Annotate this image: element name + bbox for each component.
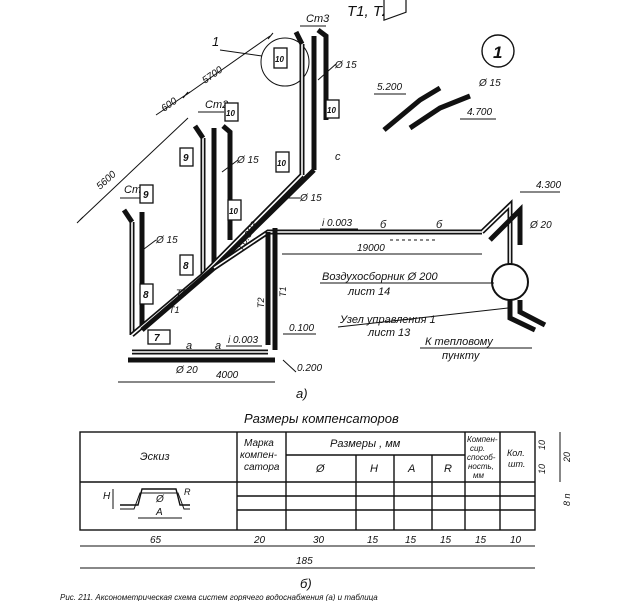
- riser-st2-label: Ст2: [205, 99, 228, 111]
- dia-15-e: Ø 15: [478, 78, 501, 89]
- height-10-b: 10: [537, 464, 547, 474]
- floor-8-riser2: 8: [183, 261, 189, 272]
- width-65: 65: [150, 535, 162, 546]
- col-comp-header-3: способ-: [467, 453, 496, 462]
- col-sketch-header: Эскиз: [140, 451, 170, 463]
- dia-15-c: Ø 15: [155, 235, 178, 246]
- leader-number: 1: [212, 34, 219, 49]
- elev-4300: 4.300: [536, 180, 561, 191]
- width-20: 20: [253, 535, 266, 546]
- dim-5700: 5700: [200, 64, 225, 86]
- note-heat-point-2: пункту: [442, 350, 481, 362]
- col-qty-header-2: шт.: [508, 459, 525, 469]
- letter-c: с: [335, 151, 341, 163]
- compensator-table: [79, 431, 536, 531]
- dia-20-main: Ø 20: [529, 220, 552, 231]
- col-dims-header: Размеры , мм: [330, 438, 401, 450]
- air-collector-tank: [491, 263, 529, 301]
- width-total-185: 185: [296, 556, 313, 567]
- caption-b: б): [300, 576, 312, 591]
- sketch-d: Ø: [155, 494, 165, 505]
- elev-5200: 5.200: [377, 82, 402, 93]
- sub-header-a: A: [407, 463, 415, 475]
- floor-9-riser1: 9: [143, 190, 149, 201]
- col-qty-header-1: Кол.: [507, 448, 525, 458]
- col-comp-header-2: сир.: [470, 444, 485, 453]
- floor-7-riser1: 7: [154, 333, 160, 344]
- floor-9-riser2: 9: [183, 153, 189, 164]
- floor-10-riser3: 10: [277, 159, 286, 168]
- dim-600: 600: [159, 96, 179, 115]
- caption-a: а): [296, 386, 308, 401]
- sketch-r: R: [184, 487, 191, 497]
- note-air-sheet: лист 14: [347, 286, 390, 298]
- col-mark-header-2: компен-: [240, 450, 278, 461]
- height-10-a: 10: [537, 440, 547, 450]
- slope-i-3: i 0.003: [228, 335, 258, 346]
- width-10: 10: [510, 535, 522, 546]
- dia-15-b: Ø 15: [236, 155, 259, 166]
- dim-4000: 4000: [216, 370, 239, 381]
- width-15-r: 15: [440, 535, 452, 546]
- width-15-comp: 15: [475, 535, 487, 546]
- riser3-callout-circle: [260, 37, 310, 87]
- sub-header-d: Ø: [315, 463, 326, 475]
- pipe-t2-vertical: T2: [256, 297, 266, 308]
- dim-5600: 5600: [95, 169, 119, 192]
- sketch-h: H: [103, 491, 111, 502]
- elev-4700: 4.700: [467, 107, 492, 118]
- elev-0100: 0.100: [289, 323, 314, 334]
- floor-10-riser2: 10: [229, 207, 238, 216]
- riser-st3-label: Ст3: [306, 13, 330, 25]
- sub-header-h: H: [370, 463, 378, 475]
- dia-15-a: Ø 15: [334, 60, 357, 71]
- width-15-h: 15: [367, 535, 379, 546]
- col-comp-header-5: мм: [473, 471, 484, 480]
- detail-circle: [481, 34, 515, 68]
- table-title: Размеры компенсаторов: [244, 411, 399, 426]
- sketch-a: A: [155, 507, 163, 518]
- note-heat-point: К тепловому: [425, 336, 494, 348]
- note-air-collector: Воздухосборник Ø 200: [322, 271, 438, 283]
- width-15-a: 15: [405, 535, 417, 546]
- height-20: 20: [562, 452, 572, 463]
- pipe-t1-label: T1: [169, 305, 180, 315]
- floor-12-riser3: 10: [327, 106, 336, 115]
- side-note: 8 n: [562, 493, 572, 506]
- break-b-2: б: [436, 219, 443, 231]
- floor-10-riser2-top: 10: [226, 109, 235, 118]
- col-mark-header-3: сатора: [244, 462, 280, 473]
- floor-8-riser1: 8: [143, 290, 149, 301]
- col-mark-header-1: Марка: [244, 438, 274, 449]
- dia-15-d: Ø 15: [299, 193, 322, 204]
- slope-i-1: i 0.003: [322, 218, 352, 229]
- note-node: Узел управления 1: [339, 314, 436, 326]
- col-comp-header-1: Компен-: [467, 435, 498, 444]
- break-a-1: a: [186, 340, 192, 352]
- detail-circle-number: 1: [493, 43, 502, 62]
- col-comp-header-4: ность,: [468, 462, 494, 471]
- width-30: 30: [313, 535, 325, 546]
- floor-10-riser3-top: 10: [275, 55, 284, 64]
- dia-20-bottom: Ø 20: [175, 365, 198, 376]
- pipe-t2-label: T2: [176, 288, 187, 298]
- elev-0200: 0.200: [297, 363, 322, 374]
- sub-header-r: R: [444, 463, 452, 475]
- dim-19000: 19000: [357, 243, 385, 254]
- scheme-title: T1, T2: [347, 3, 391, 20]
- break-b-1: б: [380, 219, 387, 231]
- note-node-sheet: лист 13: [367, 327, 411, 339]
- break-a-2: a: [215, 340, 221, 352]
- pipe-t1-vertical: T1: [278, 286, 288, 297]
- figure-caption: Рис. 211. Аксонометрическая схема систем…: [60, 593, 378, 601]
